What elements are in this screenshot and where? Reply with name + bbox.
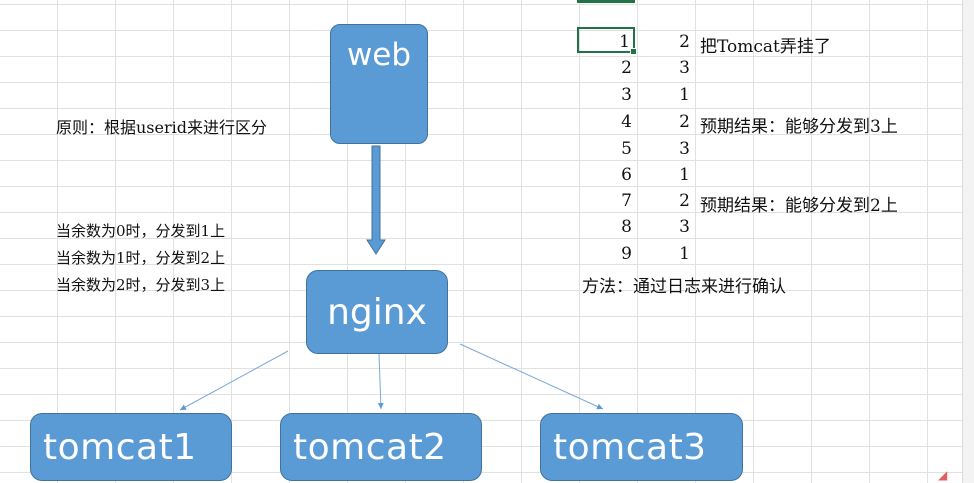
nginx-node-label: nginx (327, 291, 427, 333)
web-to-nginx-arrow (366, 145, 386, 255)
column-header-indicator (577, 0, 635, 3)
watermark-icon: ◢ (938, 468, 948, 482)
cell-a[interactable]: 6 (621, 165, 632, 185)
rule-text: 当余数为2时，分发到3上 (56, 276, 226, 294)
nginx-to-tomcat2-line (377, 353, 384, 410)
cell-a[interactable]: 4 (621, 112, 632, 132)
selected-cell[interactable] (577, 27, 637, 55)
cell-b[interactable]: 3 (679, 58, 690, 78)
cell-b[interactable]: 1 (679, 165, 690, 185)
cell-note[interactable]: 把Tomcat弄挂了 (700, 37, 831, 57)
web-node-label: web (346, 37, 412, 73)
cell-a[interactable]: 3 (621, 85, 632, 105)
web-node[interactable]: web (330, 24, 428, 144)
rule-text: 当余数为1时，分发到2上 (56, 249, 226, 267)
cell-a[interactable]: 8 (621, 217, 632, 237)
cell-b[interactable]: 2 (679, 32, 690, 52)
cell-b[interactable]: 2 (679, 191, 690, 211)
rule-text: 当余数为0时，分发到1上 (56, 222, 226, 240)
tomcat1-node[interactable]: tomcat1 (30, 413, 232, 481)
nginx-to-tomcat1-line (179, 350, 289, 411)
cell-note[interactable]: 预期结果：能够分发到3上 (700, 117, 898, 137)
cell-a[interactable]: 7 (621, 191, 632, 211)
nginx-node[interactable]: nginx (306, 270, 448, 354)
principle-text: 原则：根据userid来进行区分 (56, 118, 267, 137)
cell-b[interactable]: 2 (679, 112, 690, 132)
cell-a[interactable]: 2 (621, 58, 632, 78)
cell-note[interactable]: 预期结果：能够分发到2上 (700, 196, 898, 216)
cell-b[interactable]: 1 (679, 244, 690, 264)
cell-a[interactable]: 9 (621, 244, 632, 264)
cell-a[interactable]: 1 (619, 32, 630, 52)
tomcat3-node-label: tomcat3 (553, 426, 707, 468)
cell-b[interactable]: 3 (679, 139, 690, 159)
vertical-scrollbar[interactable] (962, 0, 974, 483)
tomcat1-node-label: tomcat1 (43, 426, 197, 468)
cell-a[interactable]: 5 (621, 139, 632, 159)
tomcat3-node[interactable]: tomcat3 (540, 413, 743, 481)
tomcat2-node-label: tomcat2 (293, 426, 447, 468)
cell-b[interactable]: 3 (679, 217, 690, 237)
method-text: 方法：通过日志来进行确认 (582, 277, 786, 297)
cell-b[interactable]: 1 (679, 85, 690, 105)
nginx-to-tomcat3-line (459, 343, 604, 410)
tomcat2-node[interactable]: tomcat2 (280, 413, 482, 481)
